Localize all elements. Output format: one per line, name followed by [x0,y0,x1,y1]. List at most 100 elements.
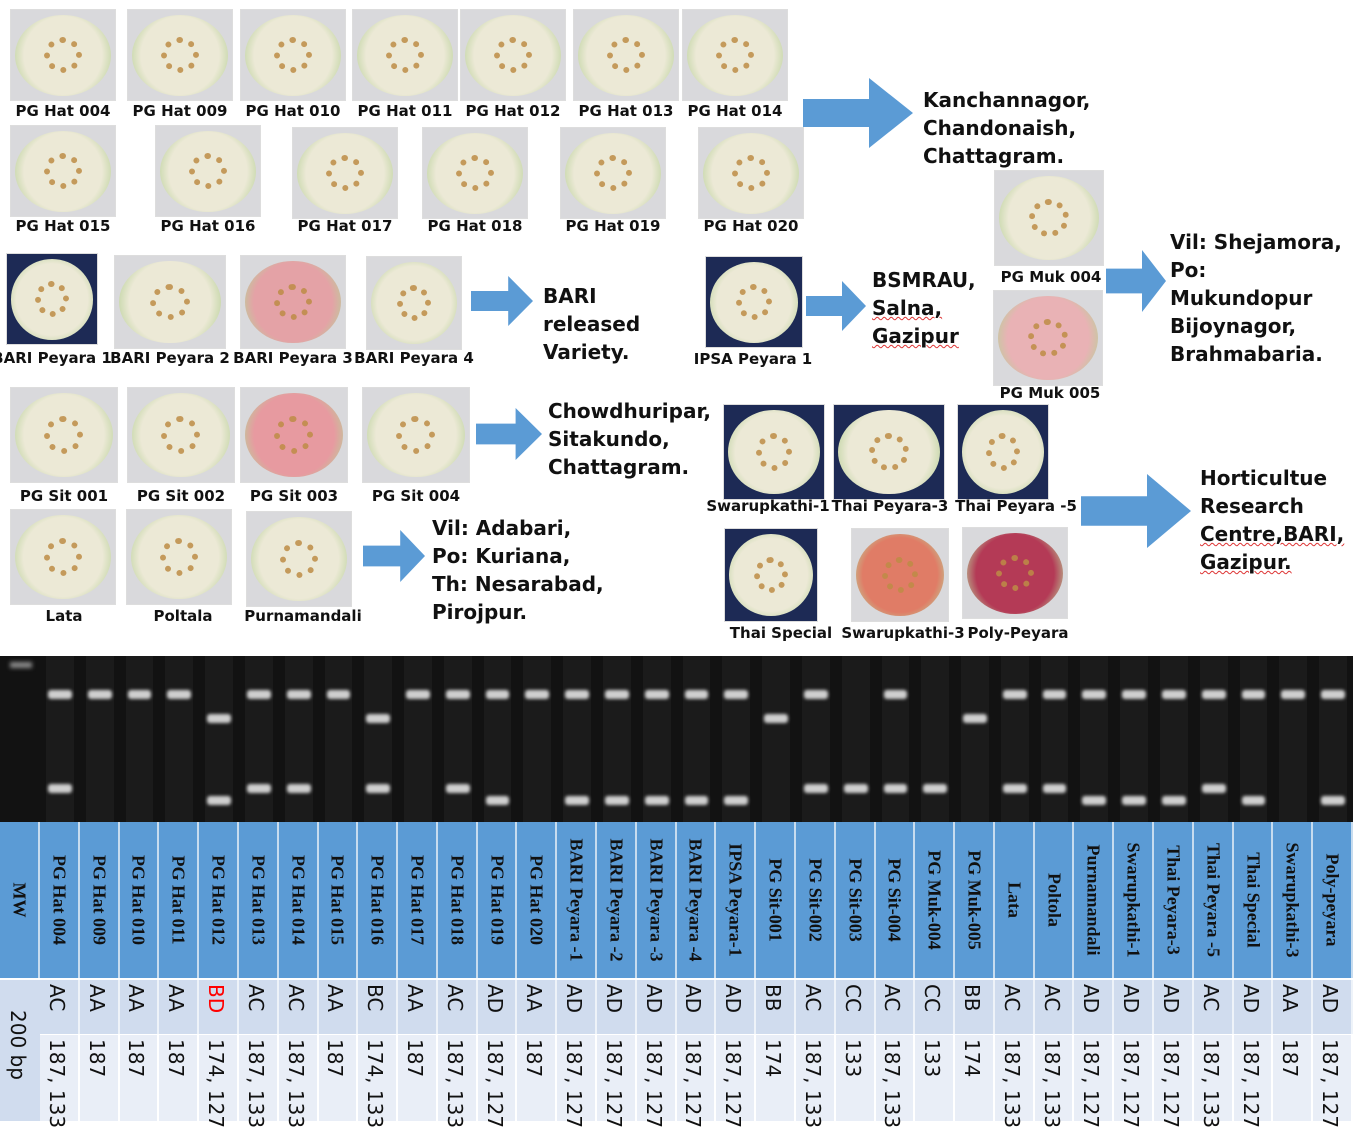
sample-label: Swarupkathi-3 [841,624,965,642]
allele-size-cell: 174 [756,1035,796,1121]
sample-label: Thai Peyara-3 [831,497,949,515]
guava-photo [10,387,118,483]
location-text: BARI released Variety. [543,284,641,364]
allele-size-cell: 187, 127 [1313,1035,1353,1128]
genotype-cell: AD [477,980,518,1034]
sample-label: PG Sit 003 [249,487,339,505]
allele-size-cell: 187, 133 [1034,1035,1075,1128]
lane-header: BARI Peyara -4 [676,822,717,978]
lane-header: Poltola [1034,822,1075,978]
genotype-cell: AC [994,980,1035,1034]
allele-size-cell: 187 [1273,1035,1314,1121]
allele-size-cell: 187 [517,1035,558,1121]
gel-lane [443,656,472,822]
lane-header: PG Hat 011 [159,822,200,978]
genotype-cell: AC [437,980,478,1034]
gel-band [843,784,868,793]
genotype-cell: AC [1034,980,1075,1034]
genotype-cell: BB [756,980,796,1034]
guava-photo [240,9,346,101]
gel-band [1281,690,1306,699]
allele-size-cell: 187, 127 [1154,1035,1194,1128]
gel-band [565,796,590,805]
gel-lane [85,656,114,822]
gel-band [286,784,311,793]
gel-electrophoresis-image [0,656,1353,822]
sample-label: Poltala [153,607,213,625]
gel-lane [523,656,552,822]
genotype-cell: AA [517,980,558,1034]
lane-header: PG Muk-004 [915,822,956,978]
gel-band [803,784,828,793]
gel-lane [841,656,870,822]
gel-band [1321,796,1345,805]
gel-band [605,690,629,699]
gel-band [1162,690,1186,699]
gel-band [1042,784,1067,793]
gel-band [1241,796,1266,805]
lane-header: Poly-peyara [1313,822,1353,978]
gel-lane [961,656,989,822]
allele-size-cell: 187, 133 [875,1035,916,1128]
genotype-cell: BD [199,980,239,1034]
lane-header: Lata [994,822,1035,978]
lane-header: Swarupkathi-3 [1273,822,1314,978]
guava-photo [682,9,788,101]
lane-header: PG Hat 020 [517,822,558,978]
allele-size-cell: 174, 133 [358,1035,399,1128]
allele-size-cell: 187 [79,1035,120,1121]
allele-size-cell: 187, 133 [437,1035,478,1128]
allele-size-cell: 174, 127 [199,1035,239,1128]
lane-header: PG Muk-005 [955,822,995,978]
location-text: BSMRAU,Salna,Gazipur [872,268,976,348]
allele-size-cell: 187 [159,1035,200,1121]
gel-lane-mw [10,662,32,668]
gel-band [366,714,391,723]
gel-lane [125,656,154,822]
guava-photo [246,511,352,607]
sample-label: PG Hat 020 [703,217,799,235]
gel-band [485,690,510,699]
gel-lane [1160,656,1188,822]
guava-photo [833,404,945,500]
location-text: Kanchannagor, Chandonaish, Chattagram. [923,88,1091,168]
gel-band [1241,690,1266,699]
genotype-cell: AA [318,980,359,1034]
sample-label: PG Hat 011 [357,102,453,120]
allele-size-cell: 187, 127 [597,1035,637,1128]
gel-lane [881,656,910,822]
gel-lane [722,656,751,822]
gel-lane [284,656,313,822]
gel-band [764,714,788,723]
guava-photo [962,527,1068,619]
guava-photo [723,404,825,500]
genotype-cell: AC [278,980,319,1034]
gel-lane [1279,656,1308,822]
guava-photo [422,127,528,219]
gel-lane [563,656,592,822]
guava-photo [993,290,1103,386]
genotype-cell: AD [676,980,717,1034]
lane-header: PG Hat 014 [278,822,319,978]
gel-band [207,714,231,723]
allele-size-cell: 187, 133 [40,1035,80,1128]
allele-size-cell: 187, 127 [1114,1035,1155,1128]
genotype-cell: AD [597,980,637,1034]
gel-lane [921,656,950,822]
guava-photo [127,9,233,101]
allele-size-cell: 187, 127 [477,1035,518,1128]
genotype-cell: CC [915,980,956,1034]
lane-header: PG Hat 010 [119,822,160,978]
gel-band [48,784,72,793]
sample-label: PG Hat 018 [427,217,523,235]
allele-size-cell: 187, 133 [278,1035,319,1128]
genotype-cell: AC [40,980,80,1034]
guava-photo [240,255,346,349]
gel-band [684,796,709,805]
genotype-cell: AD [1154,980,1194,1034]
guava-photo [362,387,470,483]
lane-header: Thai Peyara-3 [1154,822,1194,978]
genotype-cell: AA [159,980,200,1034]
guava-photo [705,256,803,348]
arrow-right-icon [1106,250,1166,312]
